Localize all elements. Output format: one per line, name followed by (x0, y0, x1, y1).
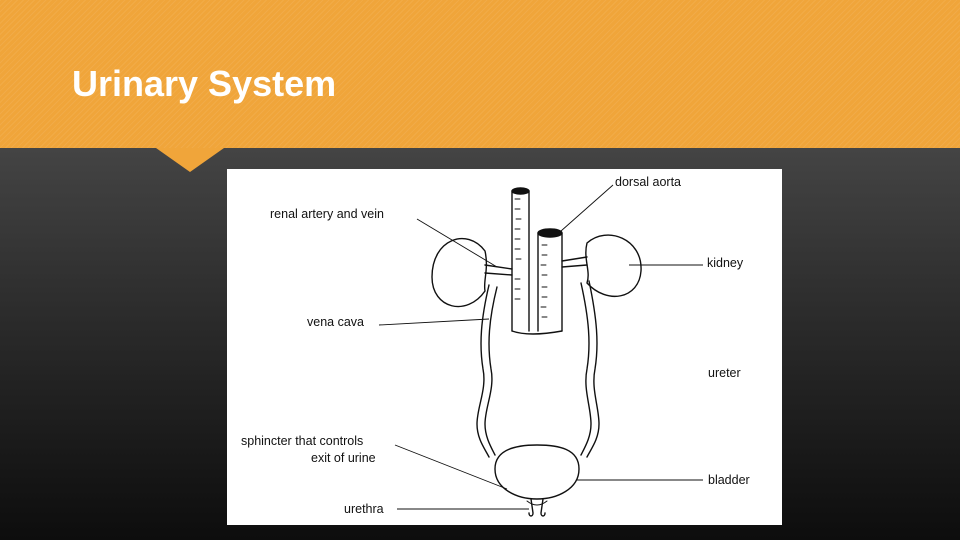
label-urethra: urethra (344, 502, 384, 516)
right-kidney (585, 234, 642, 298)
title-banner (0, 0, 960, 148)
diagram-drawing: dorsal aorta renal artery and vein kidne… (241, 175, 750, 517)
vena-cava (511, 190, 530, 332)
renal-vessels-right (561, 256, 588, 268)
label-ureter: ureter (708, 366, 741, 380)
banner-pointer (156, 148, 224, 172)
label-sphincter-line2: exit of urine (311, 451, 376, 465)
label-kidney: kidney (707, 256, 744, 270)
dorsal-aorta (537, 232, 563, 332)
label-sphincter-line1: sphincter that controls (241, 434, 363, 448)
label-vena-cava: vena cava (307, 315, 364, 329)
slide-title: Urinary System (72, 63, 337, 104)
left-ureter (476, 284, 498, 458)
right-ureter (580, 280, 600, 458)
urethra (528, 498, 546, 517)
renal-vessels-left (484, 264, 513, 276)
urinary-system-diagram: dorsal aorta renal artery and vein kidne… (227, 169, 782, 525)
bladder (494, 444, 580, 500)
label-renal-artery-vein: renal artery and vein (270, 207, 384, 221)
label-dorsal-aorta: dorsal aorta (615, 175, 681, 189)
left-kidney (431, 237, 488, 308)
label-bladder: bladder (708, 473, 750, 487)
